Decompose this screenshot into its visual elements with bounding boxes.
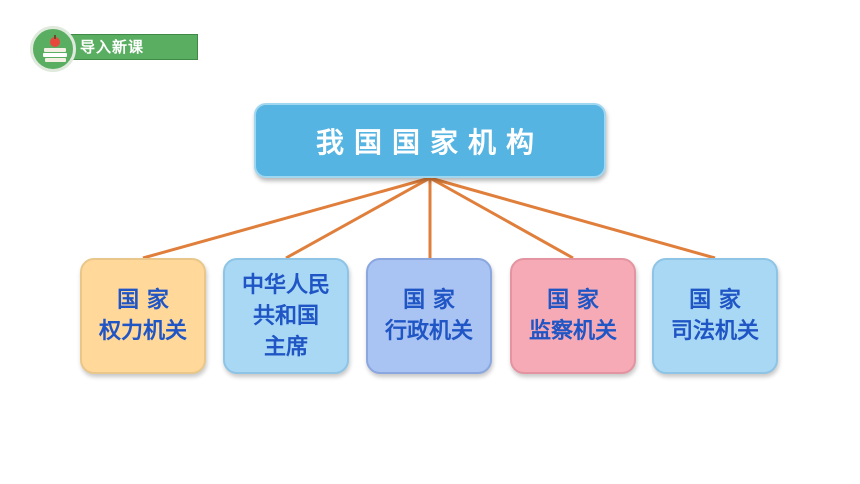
books-apple-icon bbox=[30, 26, 76, 72]
node-administrative: 国 家 行政机关 bbox=[366, 258, 492, 374]
root-node: 我国国家机构 bbox=[254, 103, 606, 178]
node-label: 中华人民 共和国 主席 bbox=[241, 272, 330, 360]
connector-line bbox=[429, 176, 716, 260]
connector-line bbox=[142, 176, 431, 260]
section-badge-label: 导入新课 bbox=[80, 38, 145, 56]
node-label: 国 家 司法机关 bbox=[670, 288, 759, 344]
node-label: 国 家 监察机关 bbox=[528, 288, 617, 344]
connector-line bbox=[429, 176, 574, 260]
section-badge: 导入新课 bbox=[30, 26, 198, 72]
node-president: 中华人民 共和国 主席 bbox=[223, 258, 349, 374]
section-badge-bar bbox=[52, 34, 198, 60]
node-label: 国 家 行政机关 bbox=[384, 288, 473, 344]
connector-line bbox=[285, 176, 431, 260]
root-node-label: 我国国家机构 bbox=[315, 125, 544, 159]
node-supervisory: 国 家 监察机关 bbox=[510, 258, 636, 374]
node-people-congress: 国 家 权力机关 bbox=[80, 258, 206, 374]
node-label: 国 家 权力机关 bbox=[98, 288, 187, 344]
node-judicial: 国 家 司法机关 bbox=[652, 258, 778, 374]
